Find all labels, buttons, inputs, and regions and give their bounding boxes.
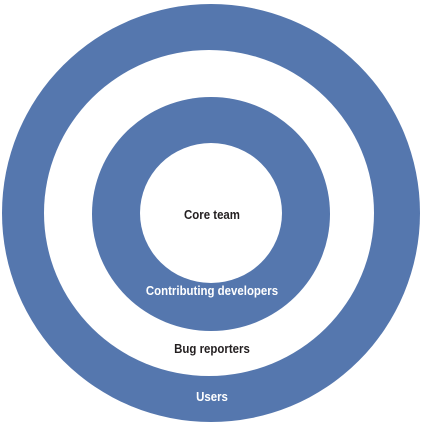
core-team-ring	[140, 143, 282, 283]
users-label: Users	[196, 389, 228, 404]
bug-reporters-label: Bug reporters	[174, 341, 250, 356]
core-team-label: Core team	[184, 207, 240, 222]
contributing-developers-label: Contributing developers	[145, 283, 279, 298]
